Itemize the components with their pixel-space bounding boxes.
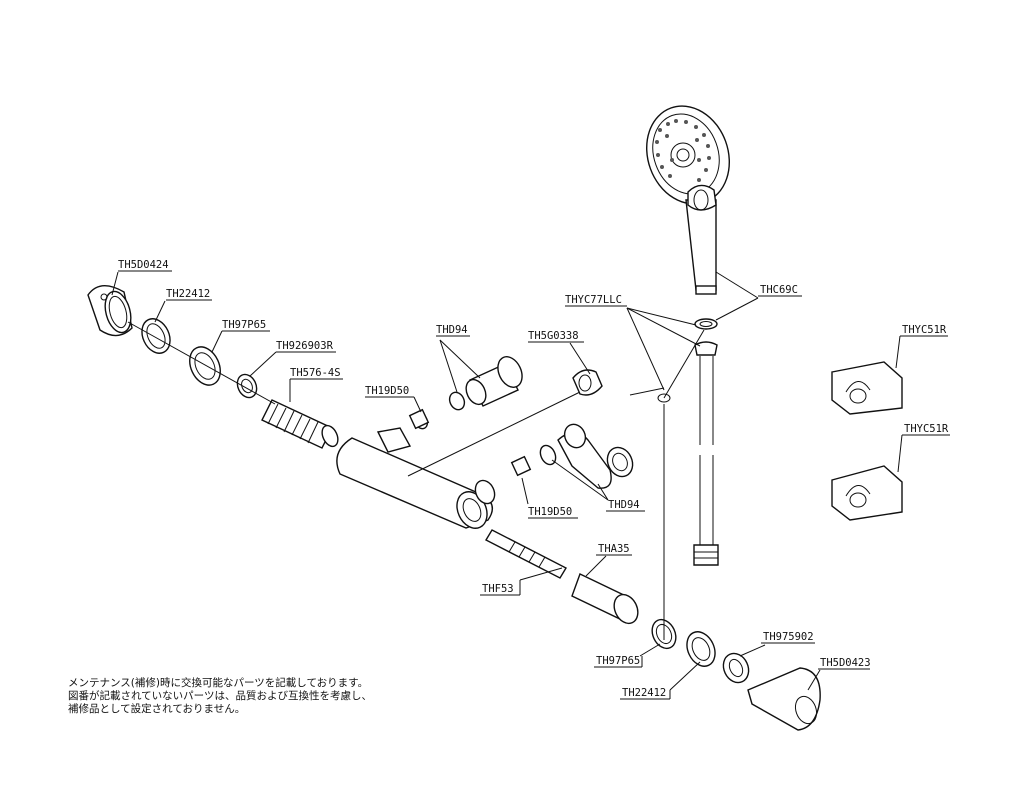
label-TH22412-bottom: TH22412	[622, 687, 666, 699]
shower-hooks	[831, 361, 903, 521]
label-THYC51R-2: THYC51R	[904, 423, 949, 435]
label-TH576-4S: TH576-4S	[290, 367, 341, 379]
hand-shower	[646, 105, 730, 295]
label-TH975902: TH975902	[763, 631, 814, 643]
label-THD94-top: THD94	[436, 324, 468, 336]
mixer-body	[336, 391, 581, 529]
label-THYC51R-1: THYC51R	[902, 324, 947, 336]
maintenance-note: メンテナンス(補修)時に交換可能なパーツを記載しております。 図番が記載されてい…	[68, 677, 428, 716]
label-THYC77LLC: THYC77LLC	[565, 294, 622, 306]
upper-valve-group	[408, 356, 671, 430]
left-handle-assembly	[87, 285, 339, 449]
note-line-3: 補修品として設定されておりません。	[68, 703, 246, 715]
label-TH19D50-bottom: TH19D50	[528, 506, 572, 518]
lower-valve-group	[510, 423, 634, 489]
shower-hose	[693, 318, 719, 566]
label-THA35: THA35	[598, 543, 630, 555]
label-THD94-bottom: THD94	[608, 499, 640, 511]
label-TH97P65-top: TH97P65	[222, 319, 266, 331]
part-labels: TH5D0424 TH22412 TH97P65 TH926903R TH576…	[118, 259, 950, 700]
label-TH5D0423: TH5D0423	[820, 657, 871, 669]
note-line-1: メンテナンス(補修)時に交換可能なパーツを記載しております。	[68, 677, 369, 689]
label-TH22412-top: TH22412	[166, 288, 210, 300]
label-THF53: THF53	[482, 583, 514, 595]
label-THC69C: THC69C	[760, 284, 798, 296]
label-TH5D0424: TH5D0424	[118, 259, 169, 271]
right-handle-assembly	[485, 529, 821, 731]
leader-lines	[111, 271, 821, 691]
label-TH97P65-bottom: TH97P65	[596, 655, 640, 667]
label-TH5G0338: TH5G0338	[528, 330, 579, 342]
note-line-2: 図番が記載されていないパーツは、品質および互換性を考慮し、	[68, 690, 372, 702]
assembly-lines	[127, 321, 705, 640]
label-TH19D50-top: TH19D50	[365, 385, 409, 397]
label-TH926903R: TH926903R	[276, 340, 334, 352]
